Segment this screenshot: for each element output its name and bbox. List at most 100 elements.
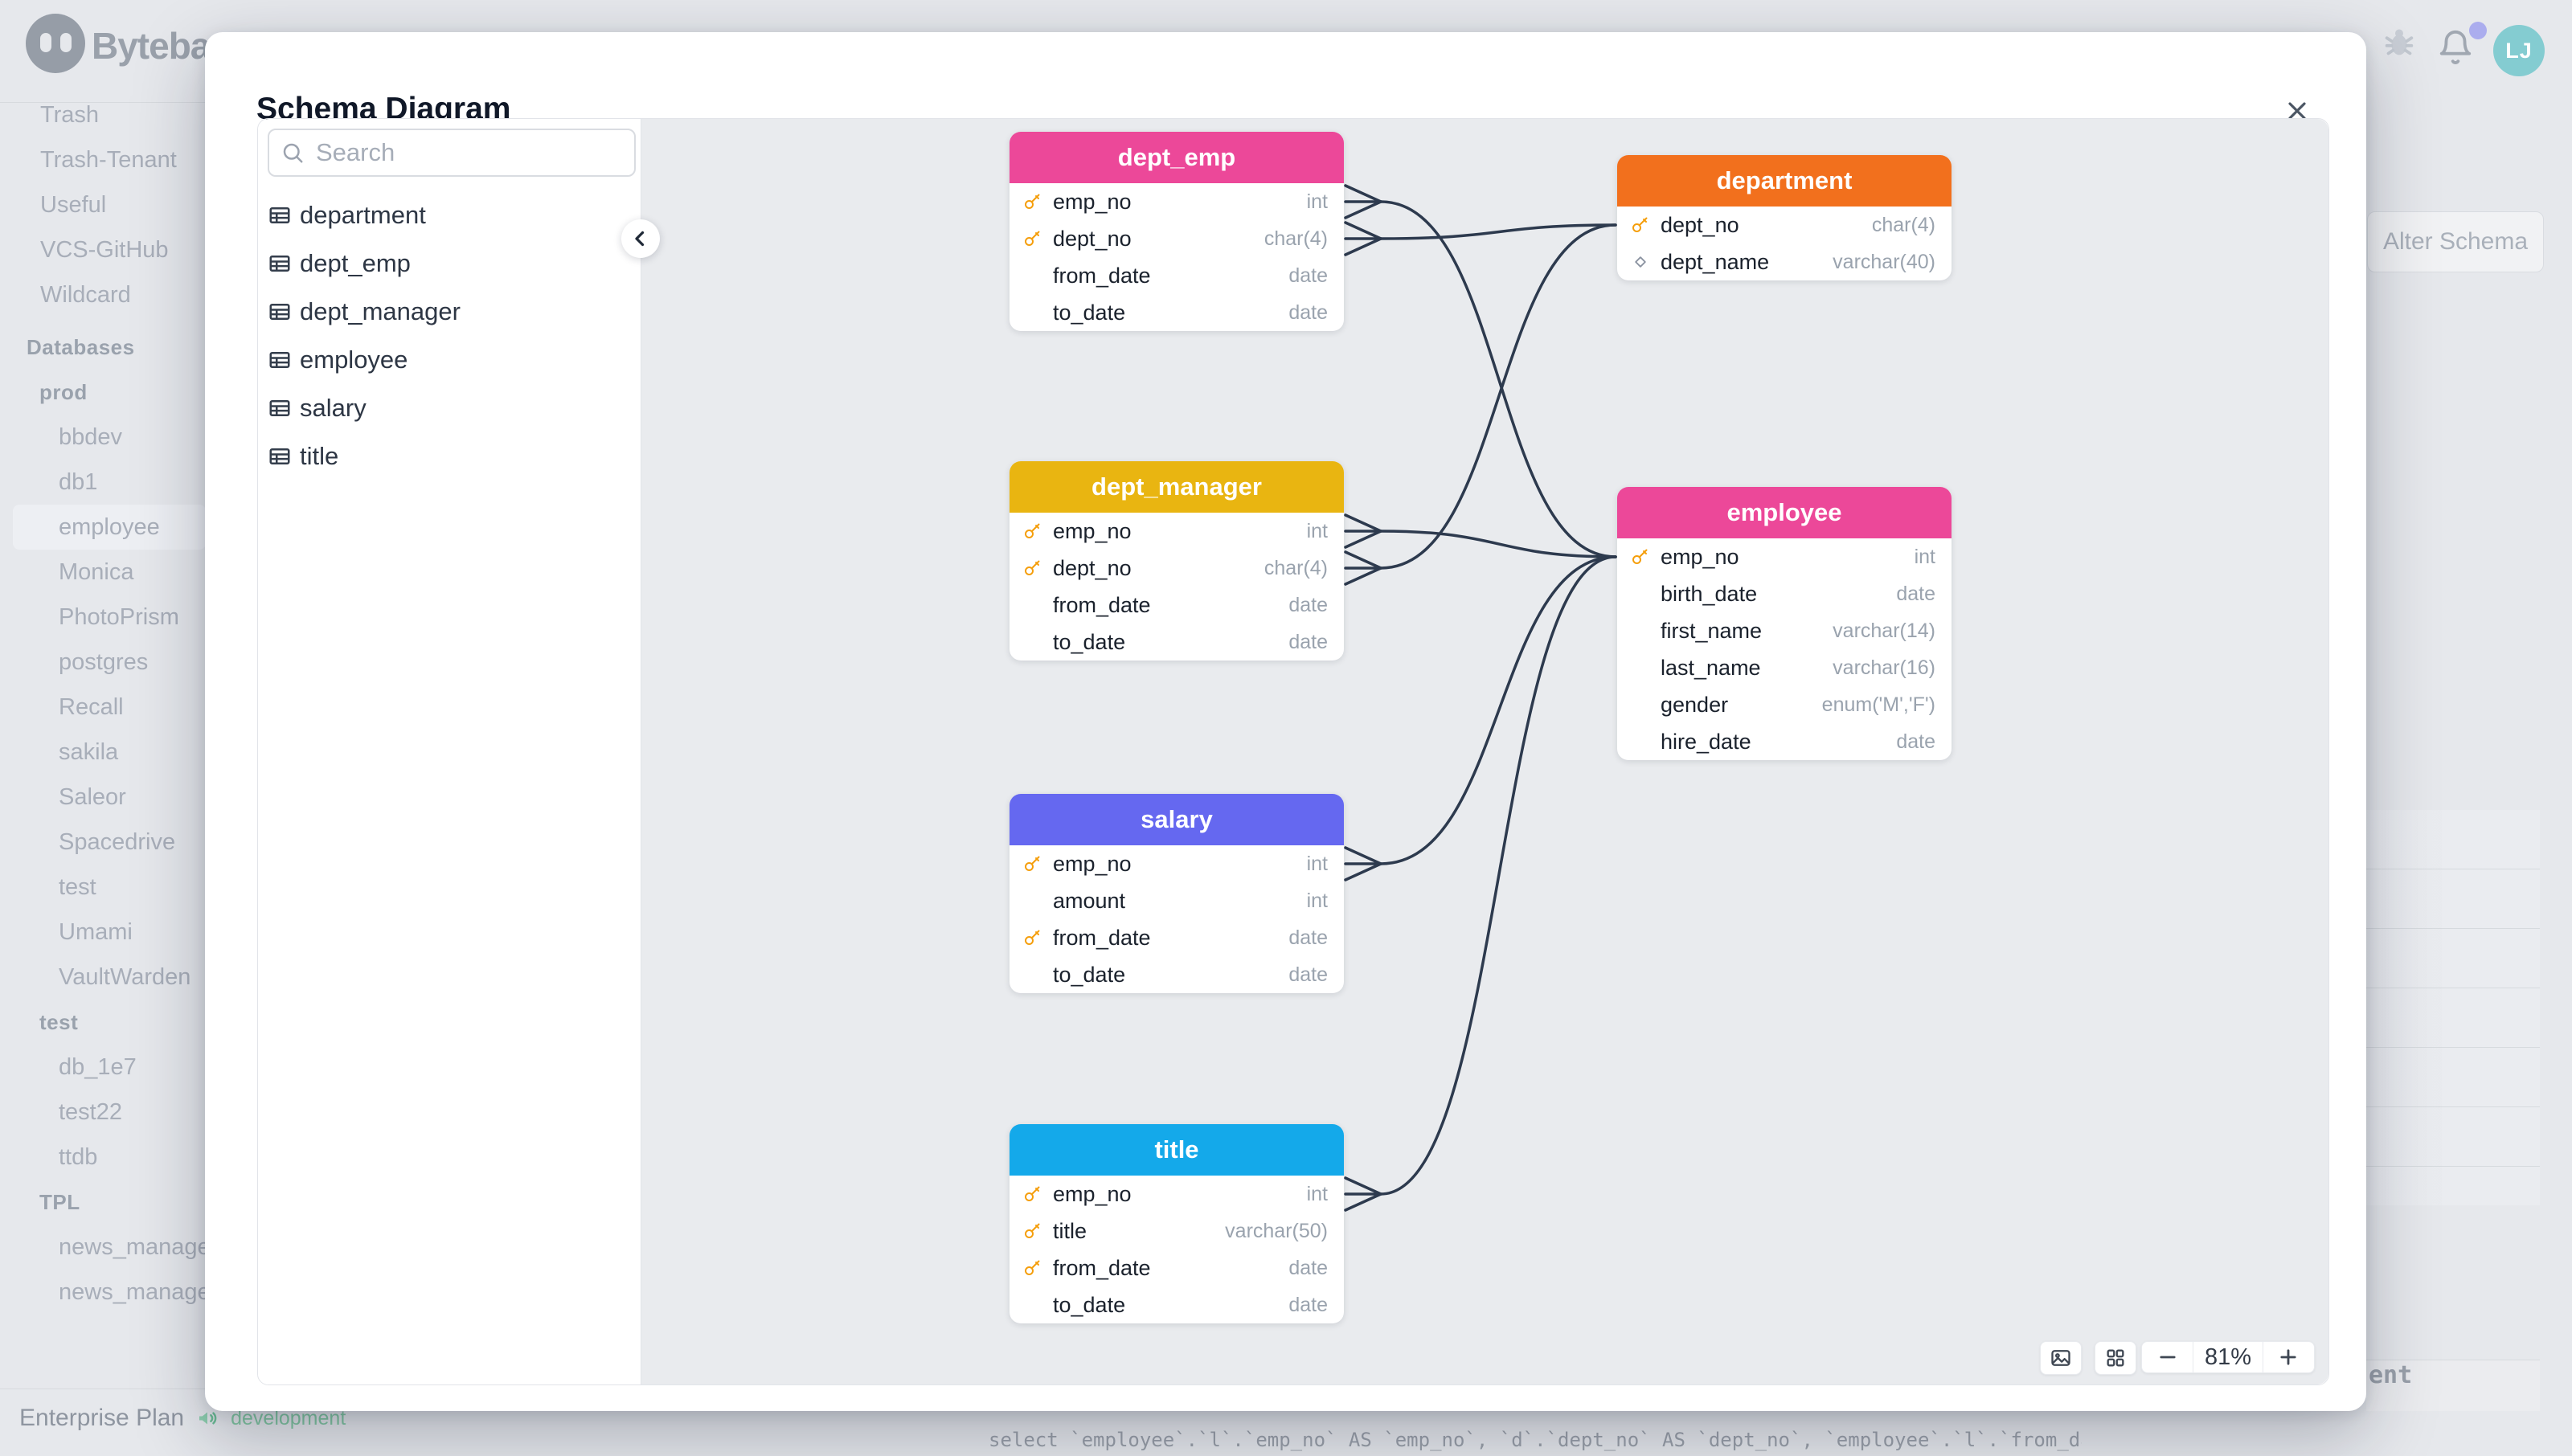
field-name: hire_date: [1661, 729, 1751, 754]
field-type: char(4): [1263, 556, 1328, 579]
export-image-button[interactable]: [2040, 1341, 2082, 1375]
zoom-out-button[interactable]: [2142, 1342, 2194, 1372]
field-type: date: [1288, 630, 1328, 653]
entity-title: salary: [1010, 794, 1344, 845]
alter-schema-button-ghost: Alter Schema: [2367, 211, 2544, 272]
field-name: emp_no: [1053, 189, 1132, 214]
image-icon: [2051, 1350, 2070, 1366]
sidebar-item-archive: Archive: [0, 1438, 206, 1446]
sidebar-item-Trash-Tenant: Trash-Tenant: [40, 147, 177, 173]
modal-content: departmentdept_empdept_manageremployeesa…: [257, 118, 2329, 1385]
field-type: date: [1896, 582, 1935, 605]
table-list-item-salary[interactable]: salary: [258, 384, 641, 432]
sidebar-item-employee: employee: [13, 505, 206, 550]
field-type: date: [1288, 1256, 1328, 1279]
field-name: from_date: [1053, 1255, 1151, 1280]
table-list-item-employee[interactable]: employee: [258, 336, 641, 384]
sidebar-item-Spacedrive: Spacedrive: [59, 829, 176, 855]
primary-key-icon: [1025, 856, 1040, 871]
collapse-panel-button[interactable]: [621, 219, 660, 258]
grid-layout-icon: [2107, 1349, 2124, 1367]
sidebar-item-Trash: Trash: [40, 103, 100, 128]
close-button[interactable]: [2276, 90, 2318, 132]
announcement-speaker-icon: [199, 1412, 217, 1425]
zoom-in-button[interactable]: [2262, 1342, 2314, 1372]
entity-title: title: [1010, 1124, 1344, 1176]
background-table-rows-ghost: [2366, 810, 2540, 1205]
field-name: title: [1053, 1218, 1087, 1243]
sidebar-item-news_manage: news_manage: [59, 1279, 206, 1305]
primary-key-icon: [1025, 930, 1040, 945]
sidebar-item-Saleor: Saleor: [59, 784, 126, 810]
sidebar-item-test: test: [59, 874, 96, 900]
table-list-item-title[interactable]: title: [258, 432, 641, 481]
close-icon: [2288, 102, 2306, 120]
sidebar-item-test22: test22: [59, 1099, 122, 1125]
sidebar-item-Useful: Useful: [40, 192, 107, 218]
field-name: from_date: [1053, 263, 1151, 288]
topbar-actions: LJ: [2363, 0, 2572, 102]
entity-title: dept_emp: [1010, 132, 1344, 183]
search-input[interactable]: [314, 137, 634, 168]
field-type: int: [1306, 1182, 1328, 1205]
field-name: to_date: [1053, 300, 1126, 325]
sidebar-section-test: test: [39, 1010, 79, 1034]
table-list-label: employee: [300, 346, 408, 374]
field-name: emp_no: [1053, 518, 1132, 543]
field-name: dept_name: [1661, 249, 1770, 274]
field-type: date: [1288, 593, 1328, 616]
plus-icon: [2280, 1349, 2296, 1365]
field-type: char(4): [1871, 213, 1935, 236]
primary-key-icon: [1632, 217, 1648, 232]
chevron-left-icon: [635, 231, 645, 247]
plan-label: Enterprise Plan: [19, 1405, 185, 1431]
entity-field-row: dept_name varchar(40): [1617, 243, 1952, 280]
field-type: date: [1288, 926, 1328, 949]
field-type: varchar(40): [1833, 250, 1935, 273]
table-list-label: department: [300, 201, 426, 229]
entity-title: employee: [1617, 487, 1952, 538]
field-type: int: [1914, 545, 1935, 568]
schema-diagram-modal: Schema Diagram departmentdept_empdept_ma…: [205, 32, 2366, 1411]
entity-field-row: hire_date date: [1617, 723, 1952, 760]
sidebar-item-bbdev: bbdev: [59, 424, 123, 450]
table-list-item-dept_manager[interactable]: dept_manager: [258, 288, 641, 336]
search-box: [268, 129, 636, 177]
primary-key-icon: [1025, 523, 1040, 538]
table-list-item-dept_emp[interactable]: dept_emp: [258, 239, 641, 288]
entity-field-row: from_date date: [1010, 919, 1344, 956]
field-type: int: [1306, 889, 1328, 912]
sidebar-section-Databases: Databases: [27, 335, 135, 359]
field-type: char(4): [1263, 227, 1328, 250]
sidebar-item-news_manage: news_manage: [59, 1234, 206, 1260]
sidebar-item-VCS-GitHub: VCS-GitHub: [40, 237, 169, 263]
sidebar-item-sakila: sakila: [59, 739, 119, 765]
field-name: from_date: [1053, 925, 1151, 950]
table-list-item-department[interactable]: department: [258, 191, 641, 239]
field-type: date: [1896, 730, 1935, 753]
field-type: varchar(14): [1833, 619, 1935, 642]
field-type: int: [1306, 852, 1328, 875]
field-name: last_name: [1661, 655, 1761, 680]
auto-layout-button[interactable]: [2095, 1341, 2136, 1375]
index-diamond-icon: [1635, 256, 1646, 268]
table-icon: [269, 352, 290, 368]
sidebar-section-prod: prod: [39, 380, 88, 404]
